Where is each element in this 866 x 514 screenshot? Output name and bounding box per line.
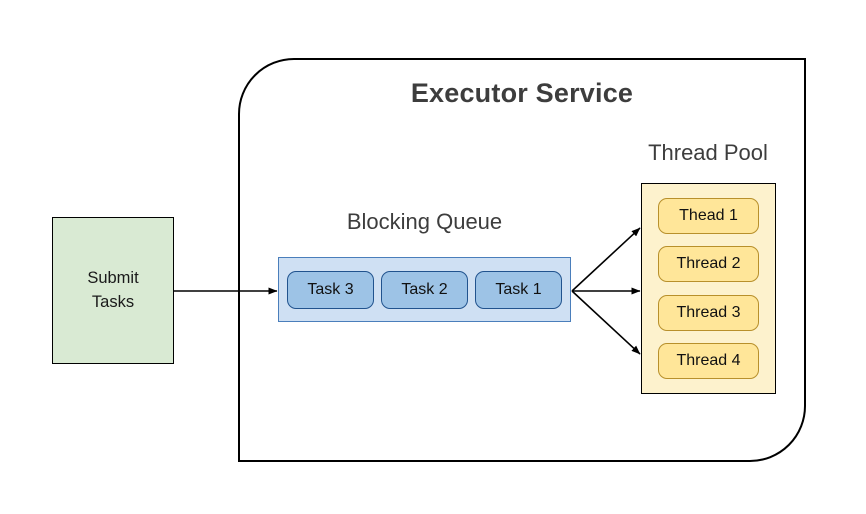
blocking-queue-box: Task 3 Task 2 Task 1 — [278, 257, 571, 322]
task-chip-label: Task 1 — [495, 280, 542, 298]
thread-chip: Thread 2 — [658, 246, 759, 283]
executor-service-title: Executor Service — [410, 78, 634, 108]
submit-tasks-label: Submit Tasks — [87, 268, 139, 311]
task-chip: Task 1 — [475, 270, 562, 309]
thread-pool-box: Thead 1 Thread 2 Thread 3 Thread 4 — [641, 183, 776, 394]
submit-tasks-box: Submit Tasks — [52, 217, 174, 364]
thread-chip-label: Thread 2 — [676, 255, 741, 273]
thread-pool-title: Thread Pool — [648, 140, 768, 165]
task-chip-label: Task 2 — [401, 280, 448, 298]
blocking-queue-title: Blocking Queue — [346, 209, 503, 234]
task-chip: Task 3 — [287, 270, 374, 309]
thread-chip: Thead 1 — [658, 198, 759, 234]
thread-chip-label: Thead 1 — [679, 207, 738, 224]
task-chip: Task 2 — [381, 270, 468, 309]
thread-chip-label: Thread 4 — [676, 351, 741, 369]
thread-chip: Thread 3 — [658, 294, 759, 331]
thread-chip-label: Thread 3 — [676, 303, 741, 321]
thread-chip: Thread 4 — [658, 342, 759, 379]
task-chip-label: Task 3 — [307, 280, 354, 298]
executor-service-container — [238, 58, 806, 462]
